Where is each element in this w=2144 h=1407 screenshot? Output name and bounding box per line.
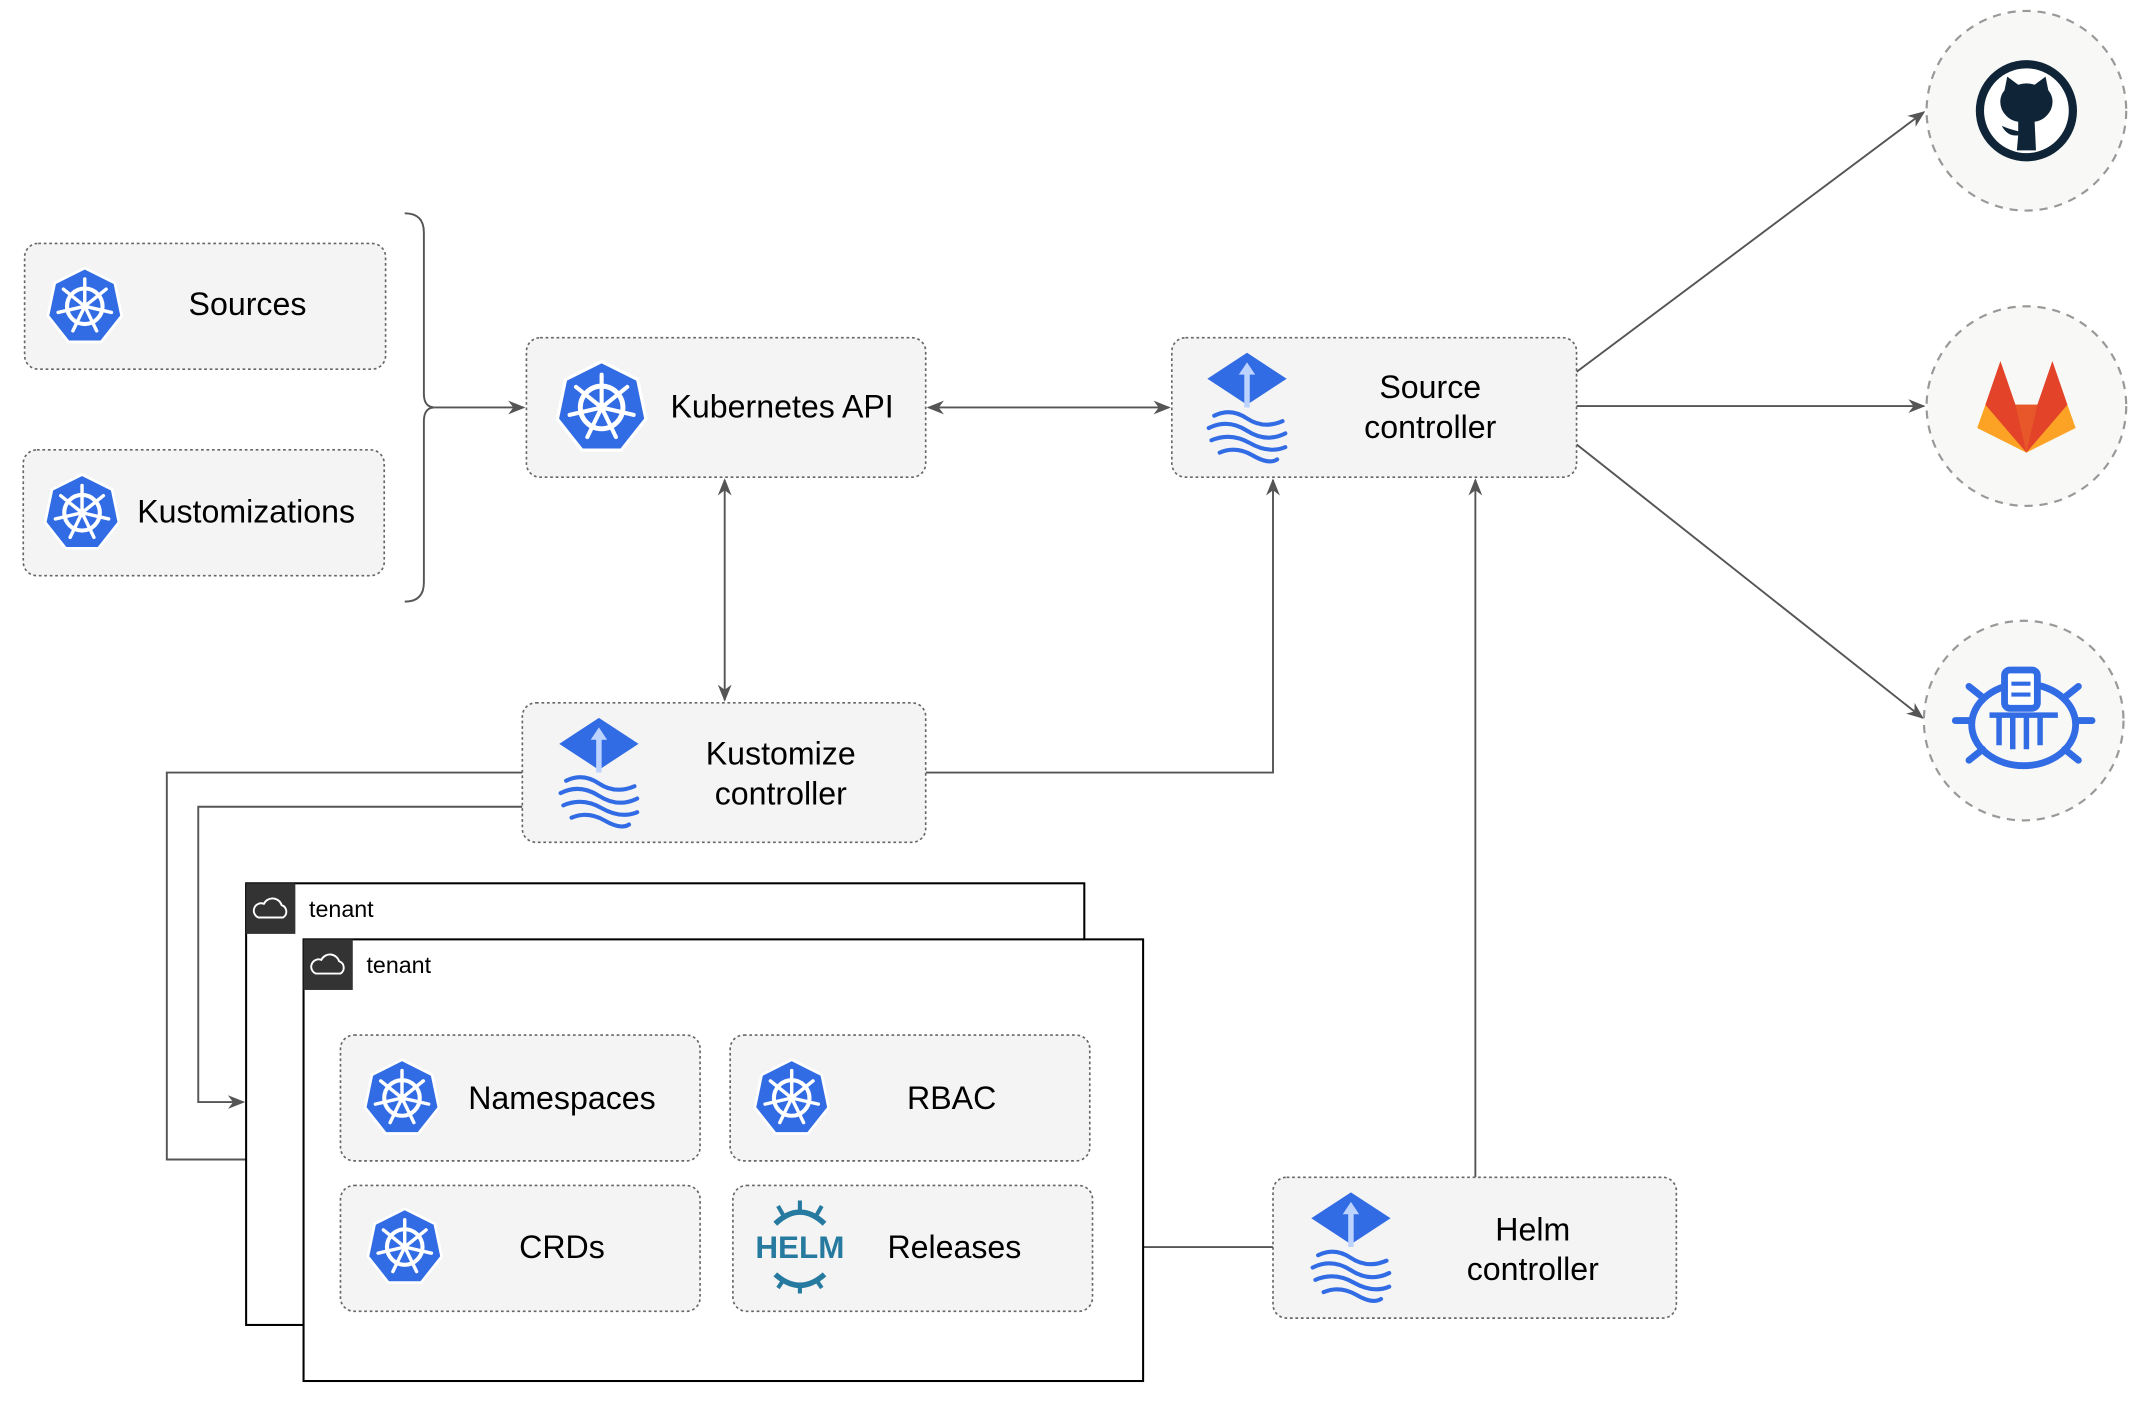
kustomizations-node[interactable]: Kustomizations xyxy=(22,449,386,577)
kustomizations-label: Kustomizations xyxy=(137,494,355,530)
crds-node[interactable]: CRDs xyxy=(339,1184,701,1313)
bucket-node[interactable] xyxy=(1922,619,2125,822)
helm-controller-label-1: Helm xyxy=(1495,1211,1570,1247)
edge-kustomize-to-tenant2 xyxy=(165,771,523,1167)
helm-logo-text: HELM xyxy=(755,1230,844,1265)
kustomize-controller-label-2: controller xyxy=(715,775,847,811)
source-controller-label-1: Source xyxy=(1379,369,1481,405)
rbac-node[interactable]: RBAC xyxy=(729,1034,1091,1162)
helm-icon: HELM xyxy=(755,1200,844,1294)
edge-source-to-github xyxy=(1575,111,1926,373)
rbac-label: RBAC xyxy=(907,1080,996,1116)
github-icon xyxy=(1975,60,2077,162)
edge-kustomize-to-source xyxy=(925,478,1280,774)
sources-label: Sources xyxy=(189,286,307,322)
helm-controller-node[interactable]: Helm controller xyxy=(1272,1176,1678,1319)
edge-source-to-bucket xyxy=(1575,443,1924,719)
namespaces-label: Namespaces xyxy=(468,1080,655,1116)
tenant-2[interactable]: tenant Namespaces RBAC CRDs HELM Release… xyxy=(302,938,1145,1383)
gitlab-icon xyxy=(1977,360,2076,453)
kubernetes-api-label: Kubernetes API xyxy=(670,388,893,424)
kustomize-controller-label-1: Kustomize xyxy=(706,736,856,772)
edges xyxy=(165,111,1926,1254)
tenant-label: tenant xyxy=(309,896,374,922)
source-controller-label-2: controller xyxy=(1364,409,1496,445)
github-node[interactable] xyxy=(1925,9,2128,212)
helm-controller-label-2: controller xyxy=(1467,1251,1599,1287)
brace xyxy=(404,212,435,603)
namespaces-node[interactable]: Namespaces xyxy=(339,1034,701,1162)
bucket-icon xyxy=(1951,666,2096,770)
sources-node[interactable]: Sources xyxy=(23,242,387,371)
releases-label: Releases xyxy=(887,1229,1021,1265)
kustomize-controller-node[interactable]: Kustomize controller xyxy=(521,701,927,844)
kubernetes-api-node[interactable]: Kubernetes API xyxy=(525,336,927,479)
edge-kustomize-to-tenant1 xyxy=(197,805,523,1109)
crds-label: CRDs xyxy=(519,1229,605,1265)
source-controller-node[interactable]: Source controller xyxy=(1170,336,1578,479)
tenant-label: tenant xyxy=(366,952,431,978)
gitlab-node[interactable] xyxy=(1925,305,2128,508)
releases-node[interactable]: HELM Releases xyxy=(732,1184,1094,1313)
